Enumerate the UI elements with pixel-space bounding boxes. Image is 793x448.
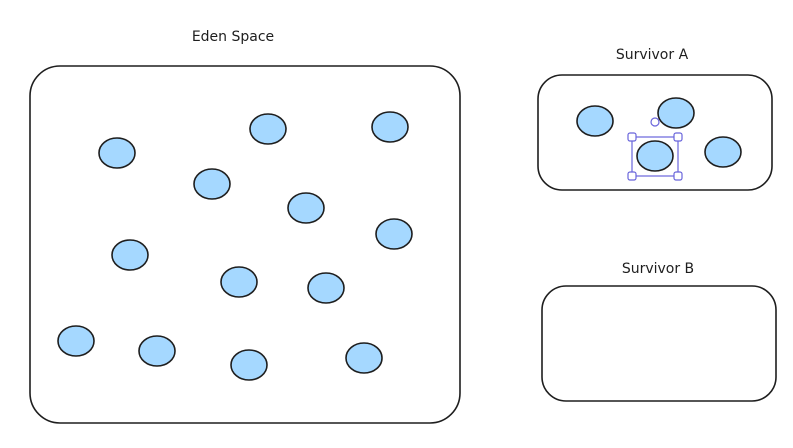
object-circle[interactable] (371, 111, 409, 143)
object-circle[interactable] (375, 218, 413, 250)
selection-box[interactable] (627, 117, 683, 181)
survivor-b-label: Survivor B (622, 261, 694, 277)
object-circle[interactable] (98, 137, 136, 169)
object-circle[interactable] (576, 105, 614, 137)
object-circle[interactable] (657, 97, 695, 129)
survivor-a-objects (576, 97, 742, 172)
object-circle[interactable] (230, 349, 268, 381)
resize-handle-sw[interactable] (627, 171, 637, 181)
object-circle[interactable] (345, 342, 383, 374)
object-circle[interactable] (220, 266, 258, 298)
eden-objects (57, 111, 413, 381)
object-circle[interactable] (193, 168, 231, 200)
survivor-a-box[interactable] (537, 74, 773, 191)
eden-space-label: Eden Space (192, 29, 274, 45)
object-circle[interactable] (249, 113, 287, 145)
object-circle[interactable] (57, 325, 95, 357)
survivor-b-box[interactable] (541, 285, 777, 402)
object-circle[interactable] (287, 192, 325, 224)
object-circle[interactable] (138, 335, 176, 367)
object-circle[interactable] (704, 136, 742, 168)
selection-outline (631, 136, 679, 177)
resize-handle-ne[interactable] (673, 132, 683, 142)
resize-handle-se[interactable] (673, 171, 683, 181)
object-circle[interactable] (111, 239, 149, 271)
survivor-a-label: Survivor A (616, 47, 689, 63)
resize-handle-nw[interactable] (627, 132, 637, 142)
object-circle[interactable] (636, 140, 674, 172)
object-circle[interactable] (307, 272, 345, 304)
rotate-handle[interactable] (650, 117, 660, 127)
eden-space-box[interactable] (29, 65, 461, 424)
